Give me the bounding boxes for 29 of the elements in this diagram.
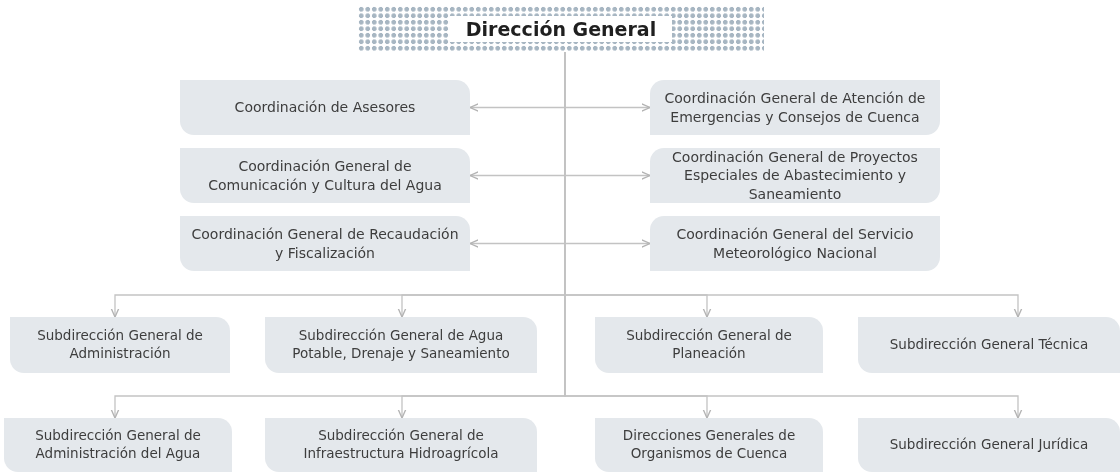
unit-name: Direcciones Generales de Organismos de Cuenca: [621, 427, 797, 463]
unit-box: [650, 216, 940, 271]
unit-name: Subdirección General de Agua Potable, Drenaje y Saneamiento: [291, 327, 511, 363]
unit-box: [595, 317, 823, 373]
unit-box: [265, 317, 537, 373]
unit-name: Subdirección General de Administración del Agua: [34, 427, 202, 463]
unit-box: [858, 418, 1120, 472]
unit-name: Coordinación General del Servicio Meteorológico Nacional: [675, 225, 915, 262]
unit-name: Coordinación General de Comunicación y Cultura del Agua: [207, 157, 443, 194]
unit-box: [650, 80, 940, 135]
unit-name: Subdirección General de Planeación: [625, 327, 793, 363]
unit-name: Coordinación General de Atención de Emergencias y Consejos de Cuenca: [663, 89, 927, 126]
dotted-title-band: [358, 6, 764, 52]
unit-box: [10, 317, 230, 373]
title-text: Dirección General: [449, 16, 673, 42]
unit-name: Coordinación General de Proyectos Especiales de Abastecimiento y Saneamiento: [671, 148, 919, 203]
unit-box: [595, 418, 823, 472]
unit-name: Coordinación General de Recaudación y Fiscalización: [190, 225, 460, 262]
unit-name: Subdirección General de Administración: [36, 327, 204, 363]
unit-box: [858, 317, 1120, 373]
unit-name: Subdirección General de Infraestructura Hidroagrícola: [302, 427, 500, 463]
unit-box: [180, 216, 470, 271]
unit-box: [265, 418, 537, 472]
unit-name: Subdirección General Técnica: [889, 336, 1089, 354]
unit-box: [4, 418, 232, 472]
unit-name: Coordinación de Asesores: [234, 98, 416, 117]
unit-box: [180, 148, 470, 203]
unit-name: Subdirección General Jurídica: [889, 436, 1089, 454]
unit-box: [180, 80, 470, 135]
